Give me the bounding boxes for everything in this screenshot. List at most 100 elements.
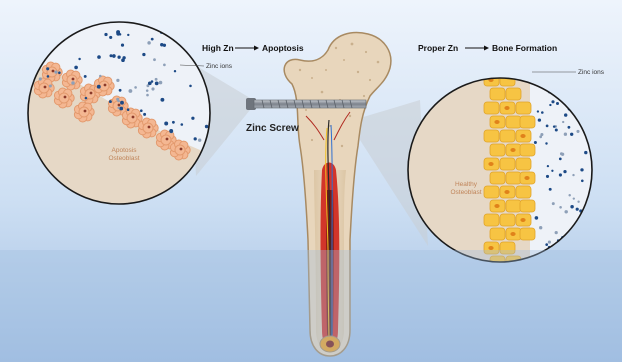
left-cell-label-line1: Apotosis <box>112 147 138 154</box>
zinc-ion <box>570 205 573 208</box>
healthy-cell-nucleus <box>520 134 525 138</box>
zinc-ion <box>567 126 570 129</box>
apoptotic-cell-body <box>127 113 137 123</box>
healthy-cell <box>490 144 505 156</box>
zinc-ion <box>85 97 88 100</box>
apoptotic-cell-body <box>59 93 69 103</box>
zinc-ion <box>576 208 579 211</box>
zinc-ion <box>539 226 542 229</box>
zinc-ion <box>74 66 78 70</box>
zinc-ion <box>58 71 61 74</box>
zinc-ion <box>119 107 123 111</box>
healthy-cell-nucleus <box>494 204 499 208</box>
healthy-cell-nucleus <box>520 218 525 222</box>
zinc-ion <box>563 170 566 173</box>
zinc-ion <box>559 173 562 176</box>
zinc-ion <box>562 121 564 123</box>
screw-label: Zinc Screw <box>246 123 299 134</box>
zinc-ion <box>549 188 552 191</box>
apoptotic-cell-body <box>175 145 185 155</box>
apoptotic-cell-body <box>161 135 171 145</box>
healthy-cell-nucleus <box>488 162 493 166</box>
healthy-cell <box>516 186 531 198</box>
zinc-ion <box>546 175 549 178</box>
healthy-cell <box>520 228 535 240</box>
bottom-band <box>0 250 622 362</box>
zinc-ion <box>46 67 49 70</box>
apoptotic-cell-nucleus <box>64 96 67 99</box>
healthy-cell <box>520 200 535 212</box>
zinc-ion <box>54 71 57 74</box>
healthy-cell <box>484 130 499 142</box>
healthy-cell <box>484 214 499 226</box>
healthy-cell-nucleus <box>488 246 493 250</box>
zinc-ion <box>39 77 42 80</box>
healthy-cell <box>516 102 531 114</box>
zinc-ion <box>194 137 197 140</box>
healthy-cell <box>484 102 499 114</box>
left-cell-label-line2: Osteoblast <box>108 155 139 162</box>
zinc-ion <box>198 139 201 142</box>
healthy-cell <box>484 186 499 198</box>
zinc-ion <box>551 170 553 172</box>
zinc-ion <box>116 98 119 101</box>
zinc-ion <box>552 202 555 205</box>
apoptotic-cell-body <box>79 107 89 117</box>
apoptotic-cell-nucleus <box>104 84 107 87</box>
zinc-ion <box>128 89 132 93</box>
healthy-cell <box>490 172 505 184</box>
apoptotic-cell-nucleus <box>52 70 55 73</box>
healthy-cell <box>506 116 521 128</box>
zinc-ion <box>549 104 551 106</box>
apoptotic-cell-nucleus <box>166 138 169 141</box>
healthy-cell-nucleus <box>504 190 509 194</box>
zinc-ion <box>551 100 554 103</box>
zinc-ion <box>191 117 194 120</box>
zinc-ion <box>548 241 551 244</box>
healthy-cell-nucleus <box>504 106 509 110</box>
zinc-ion <box>155 78 158 81</box>
right-cell-label-line2: Osteoblast <box>450 189 481 196</box>
zinc-ion <box>117 56 120 59</box>
zinc-ion <box>545 142 547 144</box>
zinc-ion <box>174 70 176 72</box>
zinc-ion <box>146 94 149 97</box>
zinc-ion <box>538 118 541 121</box>
zinc-ion <box>555 231 558 234</box>
zinc-ion <box>556 102 559 105</box>
zinc-ion <box>160 98 164 102</box>
zinc-ion <box>151 87 154 90</box>
zinc-ion <box>546 125 549 128</box>
healthy-cell <box>520 144 535 156</box>
apoptotic-cell-nucleus <box>180 148 183 151</box>
right-cell-label-line1: Healthy <box>455 181 478 188</box>
right-heading-effect: Bone Formation <box>492 43 557 53</box>
zinc-ion <box>159 81 163 85</box>
zinc-ion <box>189 85 192 88</box>
healthy-cell <box>490 228 505 240</box>
zinc-ion <box>547 165 549 167</box>
zinc-ion <box>169 129 173 133</box>
zinc-ion <box>109 100 112 103</box>
apoptotic-cell-nucleus <box>90 92 93 95</box>
zinc-ion <box>172 121 175 124</box>
healthy-cell <box>506 172 521 184</box>
left-heading-cause: High Zn <box>202 43 234 53</box>
zinc-ion <box>180 123 183 126</box>
zinc-ion <box>163 64 166 67</box>
zinc-ion <box>104 33 107 36</box>
healthy-cell <box>500 214 515 226</box>
zinc-ion <box>151 38 154 41</box>
healthy-cell-nucleus <box>510 148 515 152</box>
zinc-ion <box>134 86 137 89</box>
zinc-ion <box>559 206 562 209</box>
zinc-ion <box>146 89 149 92</box>
healthy-cell <box>516 158 531 170</box>
healthy-cell-nucleus <box>494 120 499 124</box>
zinc-ion <box>127 108 130 111</box>
zinc-ion <box>541 111 544 114</box>
healthy-cell <box>500 158 515 170</box>
apoptotic-cell-nucleus <box>72 78 75 81</box>
